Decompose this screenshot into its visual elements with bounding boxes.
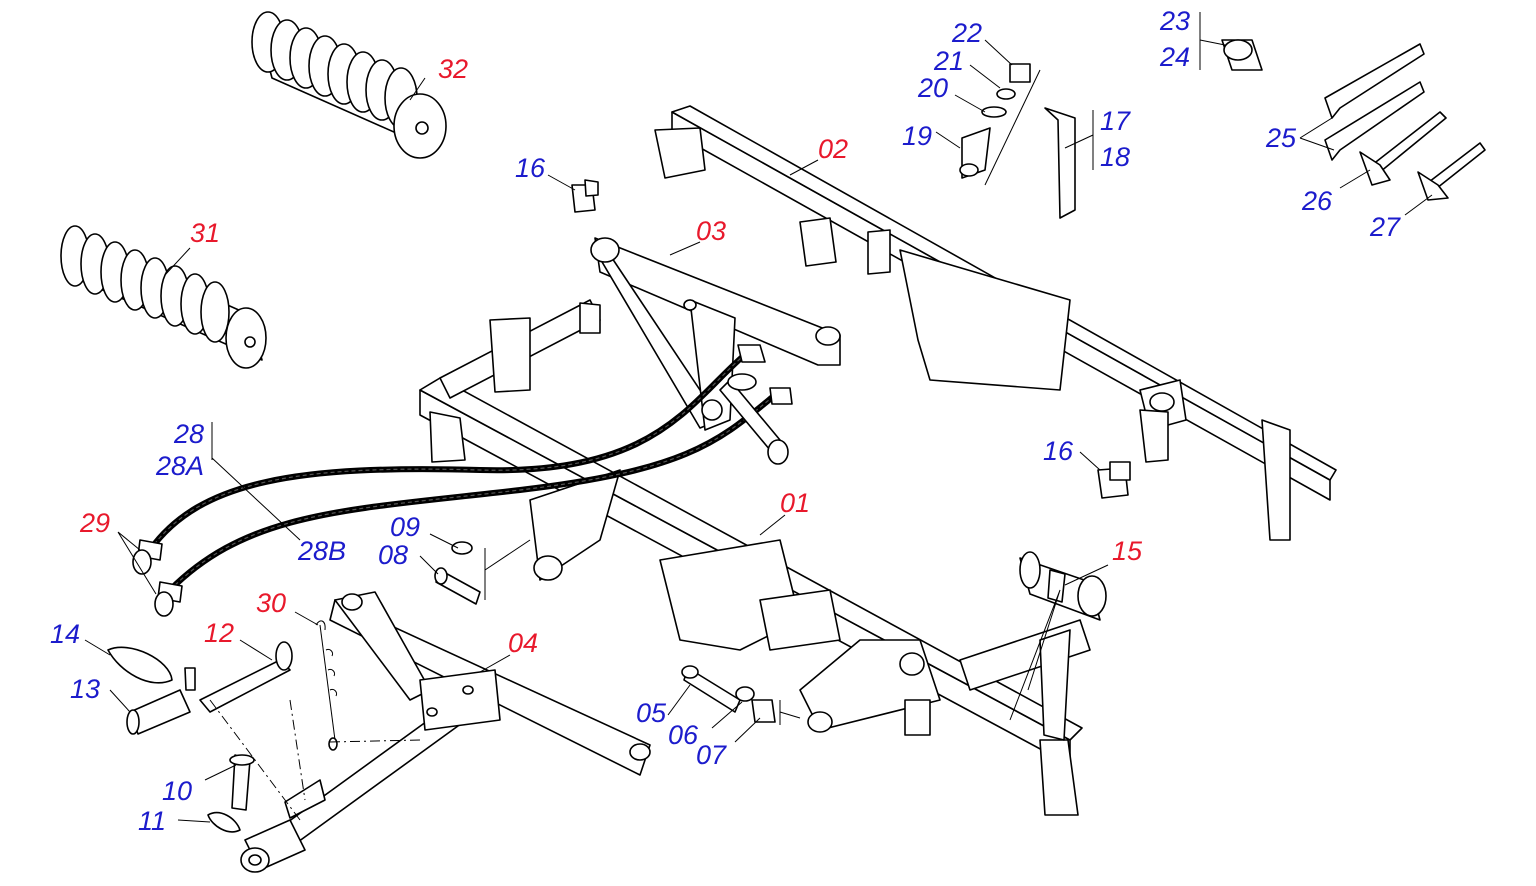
label-part-28B: 28B [297, 536, 346, 566]
label-part-20: 20 [917, 73, 948, 103]
chain-part-30 [315, 620, 338, 751]
arm-part-03 [590, 237, 841, 431]
rear-beam-part-02 [654, 105, 1337, 541]
label-part-06: 06 [668, 720, 699, 750]
label-part-16-top: 16 [515, 153, 546, 183]
label-part-30: 30 [256, 588, 286, 618]
label-part-28: 28 [173, 419, 204, 449]
sleeve-part-15 [1019, 551, 1107, 621]
label-part-07: 07 [696, 740, 727, 770]
tine-shank-part-17-18 [1044, 107, 1076, 219]
label-part-02: 02 [818, 134, 848, 164]
pin-part-10 [229, 754, 255, 811]
label-part-04: 04 [508, 628, 538, 658]
label-part-15: 15 [1112, 536, 1143, 566]
label-part-31: 31 [190, 218, 220, 248]
label-part-22: 22 [951, 18, 982, 48]
leader-lines [84, 12, 1433, 823]
label-part-23: 23 [1159, 6, 1190, 36]
label-part-10: 10 [162, 776, 192, 806]
label-part-16-right: 16 [1043, 436, 1074, 466]
nut-part-07 [751, 699, 776, 723]
label-part-01: 01 [780, 488, 810, 518]
label-part-18: 18 [1100, 142, 1130, 172]
clip-part-11 [207, 811, 241, 833]
label-part-21: 21 [933, 46, 964, 76]
drawbar-part-04 [240, 591, 651, 873]
hydraulic-cylinder [719, 373, 789, 465]
assembly-lines [209, 699, 421, 821]
label-part-14: 14 [50, 619, 80, 649]
clip-part-09 [451, 541, 473, 555]
sleeve-part-13 [126, 689, 191, 735]
spiked-roller-part-31 [60, 225, 267, 369]
label-part-19: 19 [902, 121, 932, 151]
pin-part-05 [681, 665, 741, 713]
label-part-13: 13 [70, 674, 100, 704]
label-part-26: 26 [1301, 186, 1333, 216]
fitting-part-16-right [1097, 461, 1131, 499]
label-part-03: 03 [696, 216, 726, 246]
label-part-27: 27 [1369, 212, 1401, 242]
label-part-25: 25 [1265, 123, 1297, 153]
label-part-12: 12 [204, 618, 234, 648]
label-part-32: 32 [438, 54, 468, 84]
fitting-part-16-top [571, 179, 599, 213]
label-part-11: 11 [138, 806, 166, 836]
label-part-17: 17 [1100, 106, 1131, 136]
tools-part-25-27 [1324, 43, 1486, 201]
hydraulic-hoses-part-28 [147, 344, 793, 593]
quick-couplers-part-29 [132, 539, 183, 617]
clamp-part-23-24 [1221, 39, 1263, 71]
label-part-29: 29 [79, 508, 110, 538]
disc-roller-part-32 [251, 11, 447, 159]
label-part-28A: 28A [155, 451, 204, 481]
part-labels: 32 31 02 03 01 04 15 29 30 12 16 16 22 2… [50, 6, 1401, 836]
label-part-09: 09 [390, 512, 420, 542]
pin-part-08 [434, 567, 481, 605]
washer-part-06 [735, 686, 755, 702]
pin-part-12 [184, 641, 293, 713]
label-part-24: 24 [1159, 42, 1190, 72]
label-part-05: 05 [636, 698, 667, 728]
bolt-set-part-19-22 [959, 63, 1041, 186]
spring-clip-part-14 [107, 646, 173, 684]
label-part-08: 08 [378, 540, 408, 570]
